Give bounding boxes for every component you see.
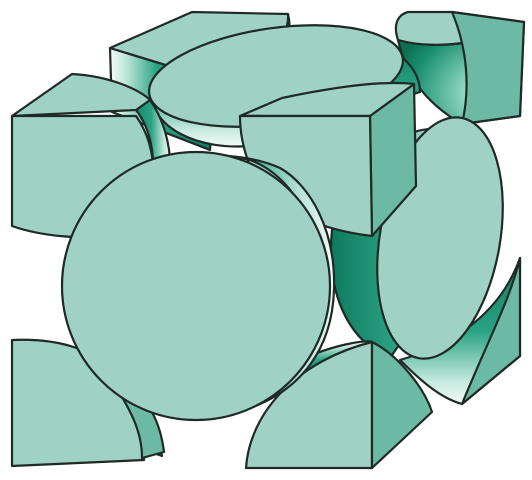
bottom-right-front-corner-atom (244, 340, 434, 470)
back-top-right-corner-atom (394, 10, 526, 126)
front-face-center-atom (60, 150, 336, 422)
top-right-front-corner-atom (238, 81, 418, 238)
